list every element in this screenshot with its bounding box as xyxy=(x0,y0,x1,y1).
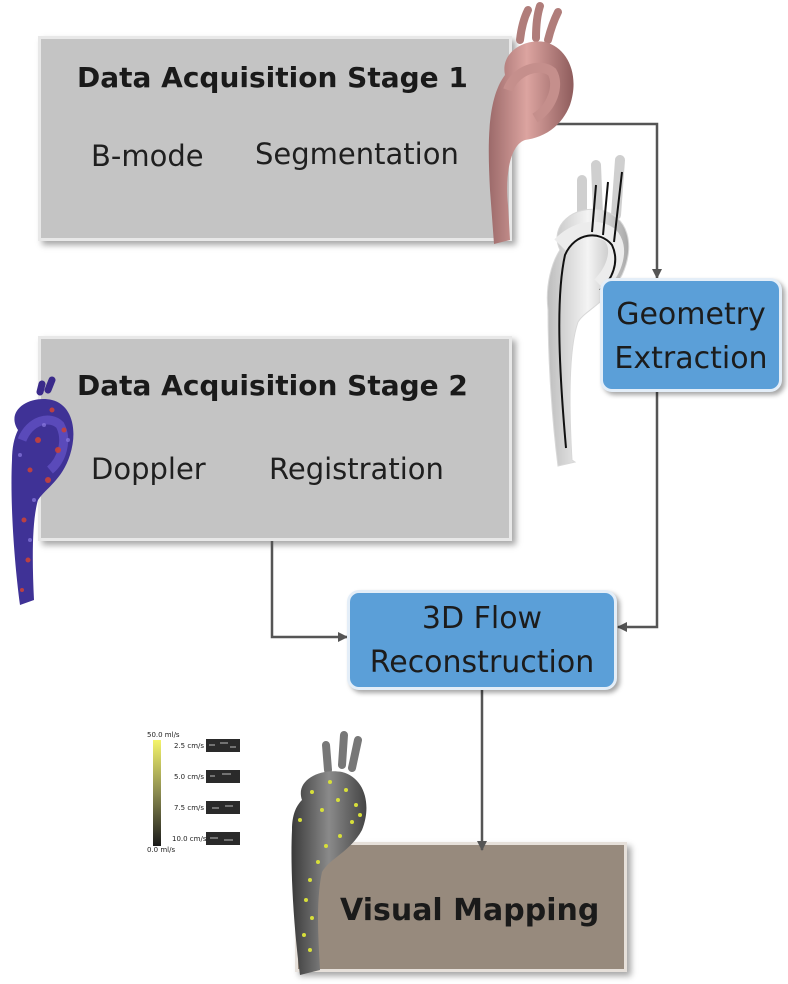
stage1-box: Data Acquisition Stage 1 B-mode Segmenta… xyxy=(38,36,512,241)
arrow-stage1-to-geometry xyxy=(512,122,662,279)
legend-sample-label-4: 10.0 cm/s xyxy=(172,835,207,843)
legend-colorbar xyxy=(153,740,161,846)
legend-sample-1 xyxy=(206,739,240,752)
visual-mapping-box: Visual Mapping xyxy=(295,842,627,972)
geometry-extraction-box: Geometry Extraction xyxy=(600,278,782,392)
stage2-item-registration: Registration xyxy=(269,452,444,486)
geometry-line2: Extraction xyxy=(614,341,768,376)
legend-sample-label-2: 5.0 cm/s xyxy=(174,773,205,781)
arrow-stage2-to-flow xyxy=(270,541,348,642)
visual-mapping-title: Visual Mapping xyxy=(340,893,600,928)
stage2-title: Data Acquisition Stage 2 xyxy=(77,369,468,402)
arrow-geometry-to-flow xyxy=(617,392,659,632)
legend-sample-3 xyxy=(206,801,240,814)
flow-line1: 3D Flow xyxy=(421,601,543,636)
stage1-item-bmode: B-mode xyxy=(91,139,204,173)
legend-sample-label-1: 2.5 cm/s xyxy=(174,742,205,750)
geometry-line1: Geometry xyxy=(616,297,766,332)
flow-line2: Reconstruction xyxy=(369,645,595,680)
legend-sample-2 xyxy=(206,770,240,783)
legend-max-label: 50.0 ml/s xyxy=(147,731,180,739)
stage1-item-segmentation: Segmentation xyxy=(255,137,459,171)
stage2-item-doppler: Doppler xyxy=(91,452,206,486)
stage1-title: Data Acquisition Stage 1 xyxy=(77,61,468,94)
legend-sample-4 xyxy=(206,832,240,845)
legend-min-label: 0.0 ml/s xyxy=(147,846,176,854)
legend-sample-label-3: 7.5 cm/s xyxy=(174,804,205,812)
flow-reconstruction-box: 3D Flow Reconstruction xyxy=(347,590,617,690)
